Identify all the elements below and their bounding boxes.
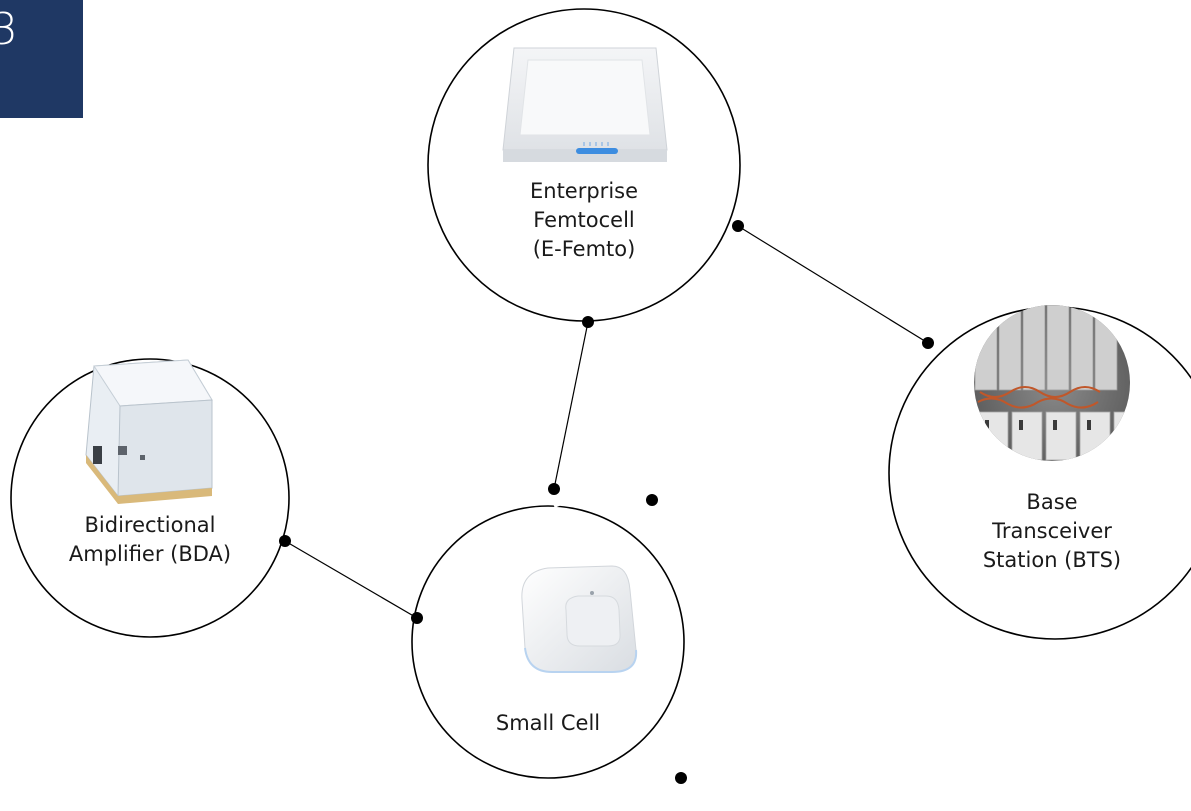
dot-bts-left [922, 337, 934, 349]
label-bts-line-1: Base [1026, 490, 1078, 514]
label-bda: Bidirectional Amplifier (BDA) [50, 511, 250, 569]
dot-smallcell-bottom [675, 772, 687, 784]
dot-femto-right [732, 220, 744, 232]
dot-femto-bottom [582, 316, 594, 328]
dot-smallcell-top [548, 483, 560, 495]
label-small-cell: Small Cell [468, 709, 628, 738]
label-femto-line-2: Femtocell [533, 208, 635, 232]
dot-smallcell-topright [646, 494, 658, 506]
small-cell-arc-gap [553, 491, 653, 508]
amplifier-box-icon [85, 359, 213, 504]
connection-dots [279, 220, 934, 784]
label-femtocell: Enterprise Femtocell (E-Femto) [484, 177, 684, 264]
label-femto-line-3: (E-Femto) [532, 237, 636, 261]
label-bts-line-3: Station (BTS) [982, 548, 1122, 572]
link-femto-bts [737, 225, 929, 344]
dot-smallcell-left [411, 612, 423, 624]
link-bda-smallcell [284, 540, 418, 619]
label-bda-line-1: Bidirectional [84, 513, 216, 537]
label-bda-line-2: Amplifier (BDA) [68, 542, 232, 566]
corner-slide-tab: 3 [0, 0, 83, 118]
dot-bda-right [279, 535, 291, 547]
label-bts: Base Transceiver Station (BTS) [952, 488, 1152, 575]
femtocell-router-icon [502, 47, 668, 162]
label-bts-line-2: Transceiver [992, 519, 1112, 543]
wireless-access-point-icon [521, 565, 638, 673]
corner-tab-text: 3 [0, 4, 18, 55]
link-femto-smallcell [553, 321, 589, 490]
label-small-cell-line-1: Small Cell [495, 711, 601, 735]
connector-lines [284, 225, 929, 619]
label-femto-line-1: Enterprise [529, 179, 639, 203]
